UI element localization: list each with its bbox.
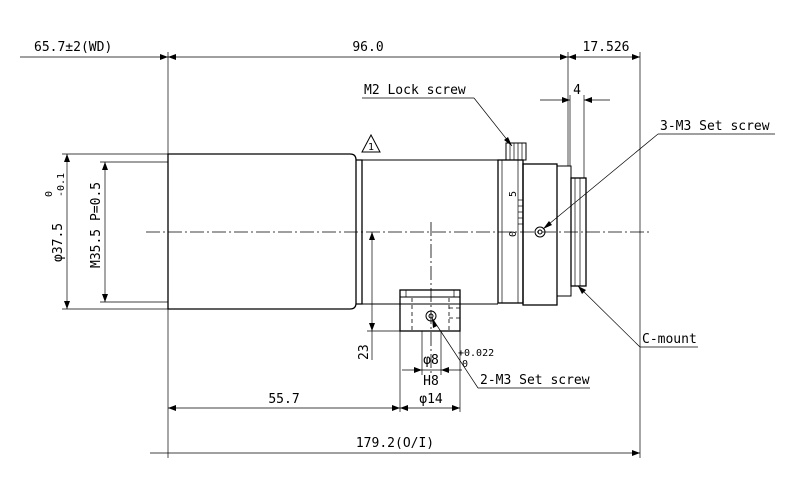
outer-diameter-tol-upper: 0: [44, 191, 55, 197]
c-mount-thread: [570, 177, 587, 287]
revision-triangle: 1: [361, 133, 381, 153]
lock-screw: [505, 142, 527, 161]
ring-width-label: 4: [573, 83, 581, 98]
hole-fit-label: H8: [423, 374, 439, 389]
lens-front-barrel: [167, 153, 357, 310]
wd-label: 65.7±2(WD): [34, 40, 112, 55]
lens-middle-barrel: [356, 159, 498, 305]
hole-label: φ8: [423, 353, 439, 368]
callout-c-mount: C-mount: [577, 285, 698, 348]
mount-offset-label: 55.7: [268, 392, 299, 407]
revision-mark: 1: [368, 142, 374, 153]
outer-diameter-label: φ37.5: [51, 223, 66, 262]
callout-lock-screw: M2 Lock screw: [362, 83, 513, 147]
c-mount-label: C-mount: [642, 332, 697, 347]
set-screw-2-label: 2-M3 Set screw: [480, 373, 590, 388]
dimension-block-width: φ14: [399, 331, 461, 412]
dimension-ring-width: 4: [540, 83, 610, 178]
ring-scale-lower: 0: [508, 231, 519, 237]
set-screw-3: [534, 226, 546, 238]
dimension-hole: φ8 H8 +0.022 0: [402, 331, 494, 389]
hole-tol-upper: +0.022: [458, 348, 494, 359]
rear-barrel: [522, 163, 572, 306]
callout-set-screw-2: 2-M3 Set screw: [431, 317, 590, 389]
lock-screw-label: M2 Lock screw: [364, 83, 466, 98]
total-label: 179.2(O/I): [356, 436, 434, 451]
dimension-wd: 65.7±2(WD): [20, 40, 169, 154]
height-label: 23: [357, 344, 372, 360]
dimension-flange: 17.526: [568, 40, 641, 458]
ring-scale-upper: 5: [508, 191, 519, 197]
dimension-height: 23: [357, 232, 400, 360]
mounting-block: [399, 222, 461, 376]
callout-set-screw-3: 3-M3 Set screw: [542, 119, 775, 230]
focus-ring: 5 0: [497, 159, 524, 304]
dimension-mount-offset: 55.7: [167, 309, 400, 458]
dimension-thread: M35.5 P=0.5: [89, 161, 168, 303]
thread-label: M35.5 P=0.5: [89, 182, 104, 268]
set-screw-3-label: 3-M3 Set screw: [660, 119, 770, 134]
body-length-label: 96.0: [352, 40, 383, 55]
dimension-body-length: 96.0: [168, 40, 569, 166]
dimension-total: 179.2(O/I): [150, 436, 640, 456]
outer-diameter-tol-lower: -0.1: [56, 173, 67, 197]
hole-tol-lower: 0: [462, 359, 468, 370]
block-width-label: φ14: [419, 392, 443, 407]
dimension-outer-diameter: φ37.5 0 -0.1: [44, 153, 168, 310]
flange-label: 17.526: [583, 40, 630, 55]
